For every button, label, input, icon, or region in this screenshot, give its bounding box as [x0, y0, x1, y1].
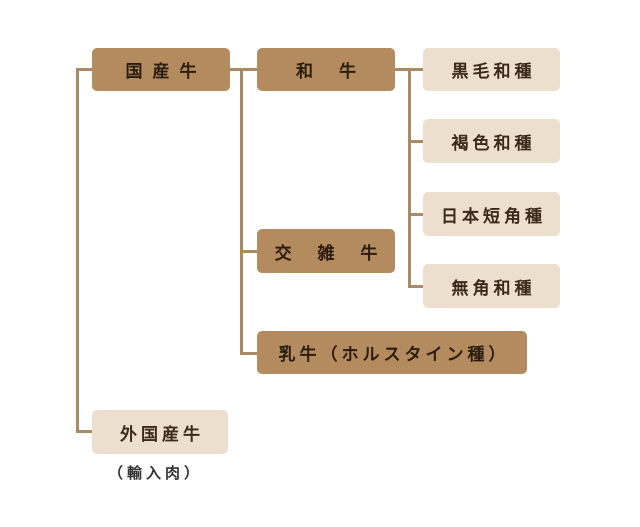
connector-line	[240, 69, 243, 354]
node-kuroge-washu: 黒毛和種	[423, 48, 560, 91]
node-kozatsu-gyu: 交 雑 牛	[257, 229, 395, 273]
node-kokusan-gyu: 国産牛	[92, 48, 230, 91]
node-mukaku-washu: 無角和種	[423, 264, 560, 308]
connector-line	[76, 69, 79, 432]
connector-line	[408, 69, 411, 287]
node-kasshoku-washu: 褐色和種	[423, 119, 560, 163]
connector-line	[408, 213, 425, 216]
connector-line	[76, 430, 94, 433]
connector-line	[240, 352, 258, 355]
connector-line	[240, 250, 258, 253]
node-nyugyu: 乳牛（ホルスタイン種）	[257, 331, 527, 374]
node-gaikoku-note: （輸入肉）	[108, 464, 204, 482]
node-wagyu: 和 牛	[257, 48, 395, 91]
connector-line	[408, 140, 425, 143]
connector-line	[408, 285, 425, 288]
node-gaikoku-gyu: 外国産牛	[92, 410, 228, 454]
node-nihon-tankaku-shu: 日本短角種	[423, 192, 560, 236]
connector-line	[230, 68, 258, 71]
connector-line	[76, 68, 94, 71]
